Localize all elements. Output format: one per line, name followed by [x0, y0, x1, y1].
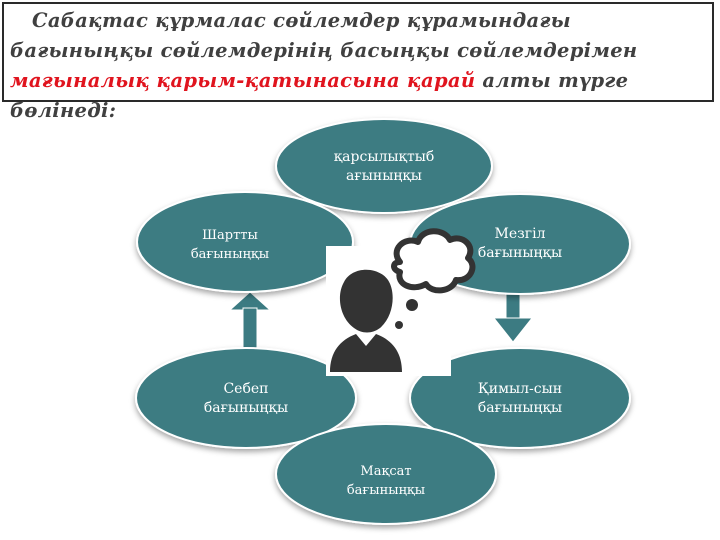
node-sebep-line2: бағыныңқы — [203, 400, 289, 416]
title-highlight: мағыналық қарым-қатынасына қарай — [10, 69, 476, 92]
node-maksat-shape — [275, 423, 497, 525]
node-karsylyk-line1: қарсылықтыб — [333, 149, 435, 165]
title-part1: Сабақтас құрмалас сөйлемдер құрамындағы … — [10, 9, 638, 62]
node-shartty-line1: Шартты — [202, 228, 258, 243]
node-kimyl-shape — [409, 347, 631, 449]
node-sebep-line1: Себеп — [223, 381, 269, 397]
page-title: Сабақтас құрмалас сөйлемдер құрамындағы … — [10, 6, 702, 126]
node-kimyl-line2: бағыныңқы — [477, 400, 563, 416]
title-box: Сабақтас құрмалас сөйлемдер құрамындағы … — [2, 2, 714, 122]
node-shartty-line2: бағыныңқы — [190, 247, 270, 262]
node-maksat-line2: бағыныңқы — [346, 483, 426, 498]
node-sebep-shape — [135, 347, 357, 449]
arrow-sebep-to-shartty-head — [228, 291, 272, 311]
node-karsylyk-shape — [275, 118, 493, 214]
node-sebep: Себеп бағыныңқы — [176, 380, 316, 418]
node-shartty-shape — [136, 191, 354, 293]
node-mezgil: Мезгіл бағыныңқы — [450, 225, 590, 263]
node-shartty: Шартты бағыныңқы — [170, 226, 290, 264]
node-maksat: Мақсат бағыныңқы — [314, 462, 458, 500]
node-kimyl: Қимыл-сын бағыныңқы — [450, 380, 590, 418]
title-part2: алты түрге бөлінеді: — [10, 69, 629, 122]
node-maksat-line1: Мақсат — [360, 464, 412, 479]
arrow-mezgil-to-kimyl-head — [492, 317, 534, 343]
person-thinking-icon — [326, 228, 476, 376]
node-mezgil-line2: бағыныңқы — [477, 245, 563, 261]
node-kimyl-line1: Қимыл-сын — [477, 381, 563, 397]
node-mezgil-line1: Мезгіл — [494, 226, 546, 242]
node-karsylyk: қарсылықтыб ағыныңқы — [300, 148, 468, 186]
node-karsylyk-line2: ағыныңқы — [346, 168, 422, 184]
